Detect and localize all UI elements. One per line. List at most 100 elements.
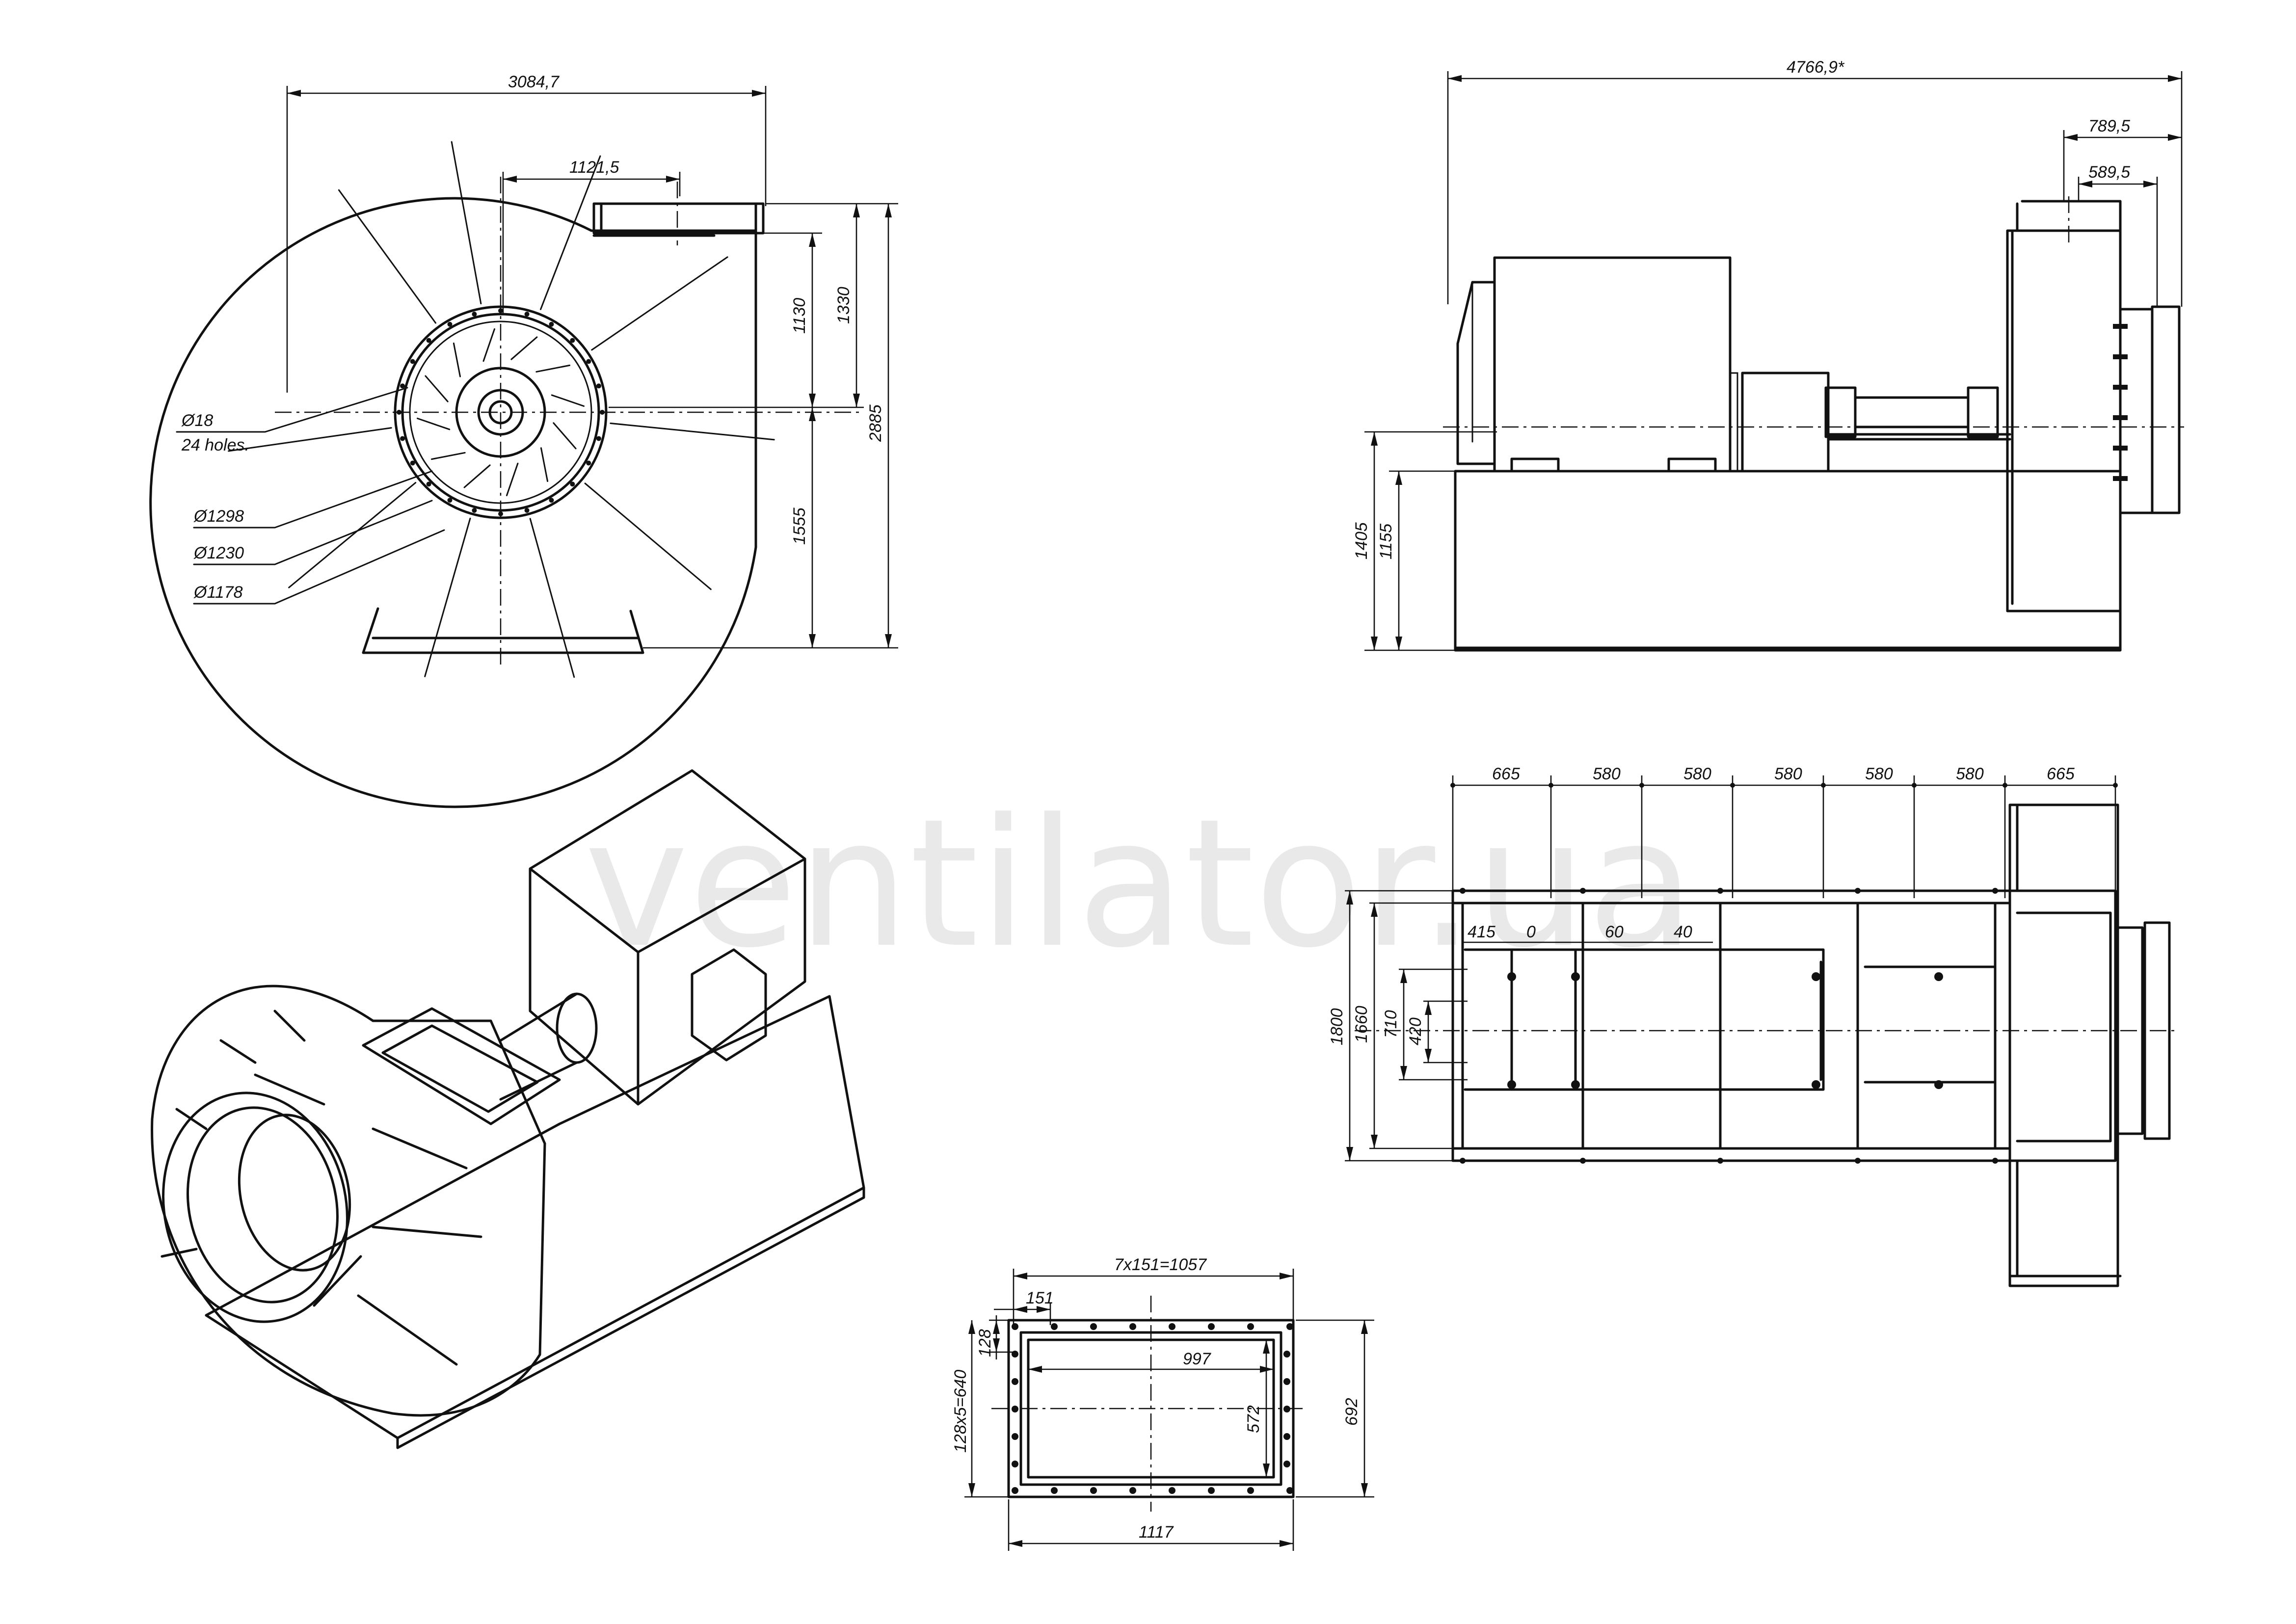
shaft: [1854, 396, 1970, 428]
inlet-flange-bolts: [2113, 324, 2128, 481]
flange-hole: [1286, 1487, 1293, 1494]
bearing-base: [1827, 433, 2011, 441]
label-inlet-d2: Ø1230: [193, 544, 244, 562]
dim-outlet-height-1330: 1330: [834, 287, 853, 324]
side-bolt: [2113, 385, 2128, 390]
flange-hole: [1169, 1323, 1175, 1330]
spacing-dot: [1912, 783, 1917, 788]
dim-lines-right: [811, 204, 889, 648]
mount-hole: [1934, 972, 1943, 981]
dim-spacing-ticks: [1450, 775, 2118, 898]
side-bolt: [2113, 324, 2128, 329]
flange-hole: [1012, 1433, 1018, 1440]
iso-scroll: [151, 985, 546, 1417]
iso-outlet-flange: [362, 1007, 561, 1125]
label-hole-count: 24 holes.: [181, 436, 249, 454]
bolt-hole: [524, 312, 530, 317]
motor-foot-right: [1667, 457, 1717, 473]
mount-hole: [1717, 1158, 1723, 1164]
flange-hole: [1283, 1433, 1290, 1440]
mount-hole: [1580, 888, 1586, 894]
bolt-hole: [400, 436, 405, 441]
plan-bearing-lines: [1864, 965, 1997, 1084]
casing-vane: [228, 427, 392, 452]
bolt-hole: [410, 460, 415, 466]
mount-hole: [1460, 1158, 1466, 1164]
dim-lines-left: [1345, 890, 1468, 1162]
iso-vane: [219, 1039, 257, 1064]
dim-axis-height: 1555: [790, 507, 809, 545]
flange-hole: [1247, 1487, 1254, 1494]
front-view: 3084,7 1121,5 1130 1330 1555 2885 Ø18 24…: [149, 73, 898, 808]
dim-inner-height: 572: [1244, 1405, 1263, 1433]
base-frame: [1454, 470, 2122, 652]
fan-inlet-flange: [2151, 305, 2181, 514]
dim-589: 589,5: [2088, 163, 2130, 182]
mount-hole: [1855, 888, 1861, 894]
flange-hole: [1051, 1323, 1058, 1330]
dim-lines-flange-left: [964, 1315, 1014, 1498]
coupling-housing: [1741, 372, 1830, 473]
flange-hole: [1247, 1323, 1254, 1330]
spacing-dot: [1639, 783, 1644, 788]
dim-line-789: [2063, 130, 2182, 201]
dim-frame-height: 1155: [1377, 524, 1395, 559]
spacing-dot: [1450, 783, 1455, 788]
impeller-blade: [540, 447, 549, 482]
front-center-lines: [275, 177, 864, 667]
plan-frame-rails: [1451, 902, 2011, 1150]
side-bolt: [2113, 415, 2128, 420]
plan-cross-members: [1461, 902, 1997, 1150]
iso-vane: [372, 1225, 482, 1238]
spacing-dot: [2113, 783, 2118, 788]
iso-vane: [175, 1108, 208, 1130]
iso-inlet-cone: [254, 1073, 362, 1307]
motor-foot-left: [1510, 457, 1560, 473]
dim-motor-0: 0: [1526, 923, 1536, 941]
flange-hole: [1012, 1406, 1018, 1412]
label-inlet-d3: Ø1178: [193, 583, 243, 602]
side-center-lines: [1443, 196, 2184, 428]
flange-hole: [1208, 1323, 1215, 1330]
casing-vane: [584, 482, 712, 590]
side-view: 4766,9* 789,5 589,5 1405 1155: [1352, 58, 2184, 652]
dim-pitch: 151: [1026, 1289, 1054, 1307]
casing-vane: [338, 189, 437, 324]
dim-spacing-5: 580: [1956, 765, 1984, 783]
flange-hole: [1090, 1323, 1097, 1330]
dim-extension-lines-right: [609, 203, 898, 649]
bearing-left: [1824, 386, 1857, 438]
bolt-hole: [549, 321, 554, 327]
flange-hole: [1012, 1378, 1018, 1385]
dim-width-outer: 1800: [1328, 1008, 1346, 1045]
dim-spacing-3: 580: [1774, 765, 1802, 783]
mount-hole: [1992, 888, 1998, 894]
plan-fan-housing: [2008, 803, 2119, 1287]
outlet-flange: [592, 202, 765, 235]
bolt-hole: [400, 383, 405, 389]
scroll-casing: [149, 197, 757, 808]
side-bolt: [2113, 476, 2128, 481]
dim-spacing-2: 580: [1683, 765, 1711, 783]
fan-outlet-side: [2011, 200, 2122, 605]
dim-spacing-6: 665: [2047, 765, 2075, 783]
iso-inlet-inner: [238, 1114, 351, 1272]
flange-hole: [1012, 1461, 1018, 1467]
spacing-dot: [2002, 783, 2007, 788]
mount-hole: [1507, 972, 1516, 981]
mount-hole: [1717, 888, 1723, 894]
dim-motor-60: 60: [1605, 923, 1624, 941]
impeller-blade: [453, 342, 461, 377]
flange-hole: [1283, 1406, 1290, 1412]
iso-vanes: [160, 1010, 482, 1366]
flange-hole: [1012, 1487, 1018, 1494]
inlet-bolt-holes: [397, 308, 605, 516]
bolt-hole: [426, 481, 431, 487]
mount-hole: [1934, 1080, 1943, 1089]
dim-width-inner: 1660: [1352, 1006, 1371, 1043]
label-inlet-d1: Ø1298: [193, 507, 244, 526]
dim-shaft-height: 1405: [1352, 522, 1371, 559]
bolt-hole: [447, 321, 453, 327]
iso-vane: [357, 1294, 458, 1366]
